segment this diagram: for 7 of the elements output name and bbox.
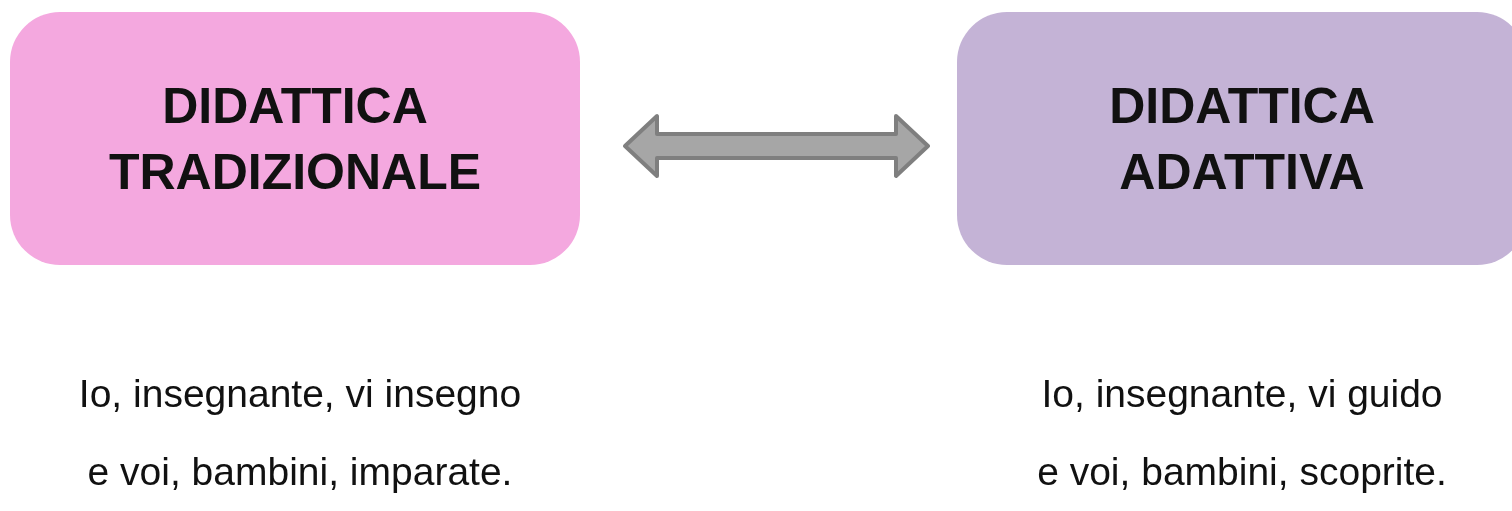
box-title: DIDATTICA ADATTIVA	[1108, 76, 1376, 202]
caption-text: Io, insegnante, vi guido e voi, bambini, scoprite.	[1036, 371, 1448, 495]
box-title: DIDATTICA TRADIZIONALE	[107, 76, 483, 202]
rounded-box	[10, 12, 580, 265]
double-arrow	[623, 114, 930, 178]
caption-text: Io, insegnante, vi insegno e voi, bambini, imparate.	[77, 371, 523, 495]
rounded-box	[957, 12, 1512, 265]
